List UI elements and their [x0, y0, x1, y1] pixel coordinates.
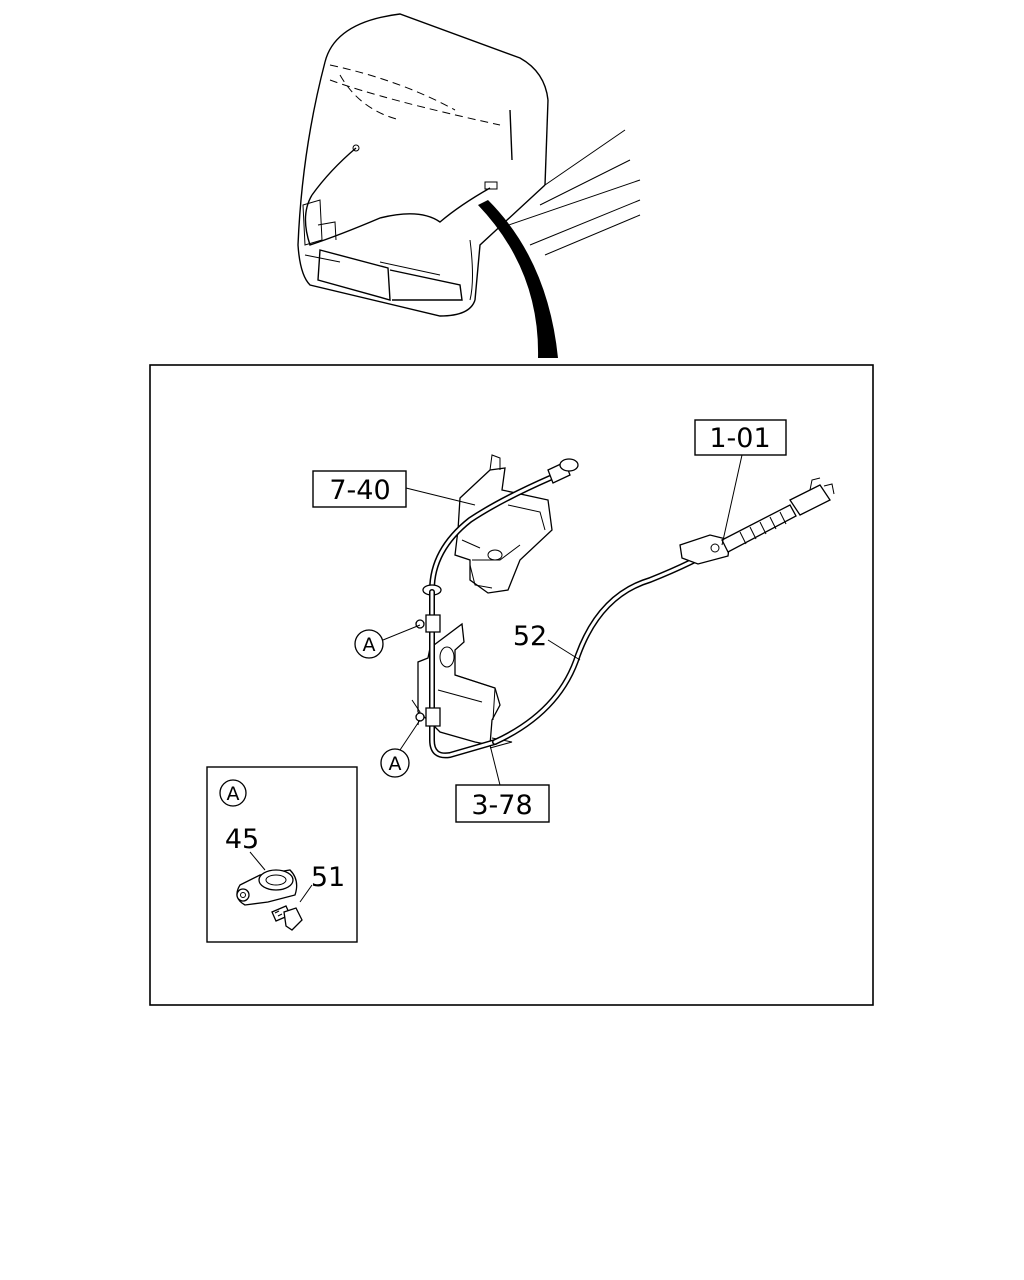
ref-label-7-40: 7-40	[329, 475, 390, 506]
leader-a-lower	[399, 719, 421, 751]
cable-7-40	[422, 458, 579, 596]
marker-a-lower: A	[389, 753, 402, 775]
part-number-51: 51	[311, 862, 345, 893]
truck-cab-icon	[297, 13, 641, 317]
cable-vertical	[415, 589, 498, 759]
ref-box-7-40	[312, 470, 407, 508]
detail-a-inset: A 45 51	[206, 766, 358, 943]
bolt-icon	[271, 905, 303, 931]
leader-1-01	[721, 454, 743, 546]
marker-a-upper: A	[363, 634, 376, 656]
part-number-52: 52	[513, 621, 547, 652]
ref-label-1-01: 1-01	[709, 423, 770, 454]
cable-52	[492, 477, 835, 745]
marker-circle-a-upper	[354, 629, 384, 659]
main-frame	[149, 364, 874, 1006]
leader-3-78	[489, 744, 501, 786]
leader-a-upper	[382, 624, 421, 641]
lower-bracket	[411, 622, 513, 749]
detail-marker-a: A	[227, 783, 240, 805]
curved-pointer-icon	[478, 200, 558, 358]
ref-box-1-01	[694, 419, 787, 456]
leader-7-40	[405, 487, 476, 506]
ref-label-3-78: 3-78	[471, 790, 532, 821]
leader-52	[547, 639, 581, 661]
clip-icon	[236, 869, 298, 906]
ref-box-3-78	[455, 784, 550, 823]
marker-circle-a-lower	[380, 748, 410, 778]
detail-marker-circle	[219, 779, 247, 807]
upper-bracket	[454, 454, 553, 594]
part-number-45: 45	[225, 824, 259, 855]
